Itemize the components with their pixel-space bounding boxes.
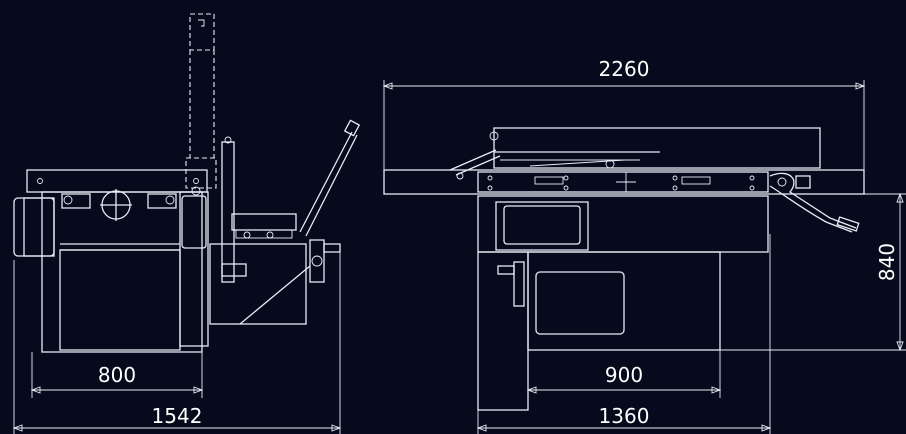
rip-fence xyxy=(449,127,821,180)
dim-label-840: 840 xyxy=(875,243,899,281)
dimension-2260: 2260 xyxy=(382,57,866,170)
base-cabinet xyxy=(527,251,721,351)
dim-label-2260: 2260 xyxy=(599,57,650,81)
side-handwheel xyxy=(513,261,525,307)
front-body xyxy=(41,191,203,353)
dim-label-800: 800 xyxy=(98,363,136,387)
front-table-top xyxy=(26,169,208,193)
handwheel xyxy=(309,239,325,283)
left-leg-cabinet xyxy=(477,251,529,411)
side-lever xyxy=(769,172,860,233)
feed-unit xyxy=(209,243,307,325)
dimension-840: 840 xyxy=(864,192,906,352)
dimension-1542: 1542 xyxy=(12,252,342,434)
front-view: 800 1542 xyxy=(12,13,361,434)
fence-post xyxy=(221,141,235,283)
raised-hood-outline xyxy=(185,13,217,189)
dim-label-1360: 1360 xyxy=(599,404,650,428)
dimension-900: 900 xyxy=(526,350,722,398)
side-table xyxy=(383,169,865,195)
motor-left xyxy=(13,197,55,257)
dim-label-900: 900 xyxy=(605,363,643,387)
dimension-800: 800 xyxy=(30,352,204,398)
adjustment-lever xyxy=(299,119,361,237)
side-view: 2260 840 900 1360 xyxy=(382,57,906,434)
access-panel xyxy=(535,271,625,335)
right-housing xyxy=(179,191,209,347)
dimension-1360: 1360 xyxy=(476,234,772,434)
dim-label-1542: 1542 xyxy=(152,404,203,428)
